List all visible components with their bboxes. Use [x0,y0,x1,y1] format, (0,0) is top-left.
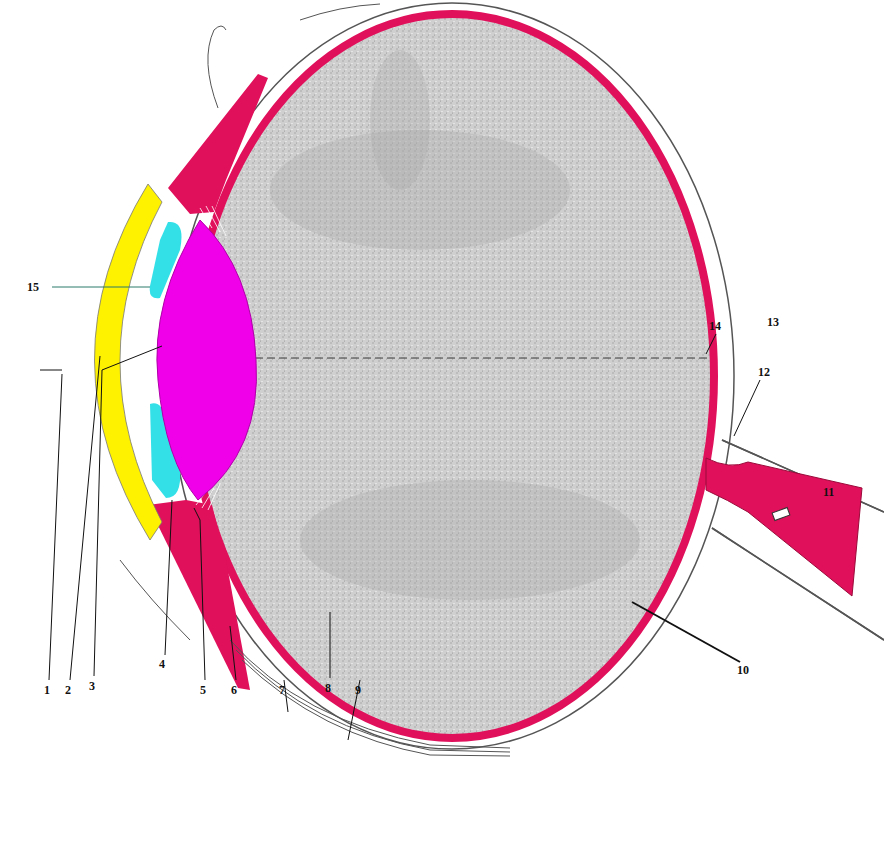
callout-number: 13 [766,316,780,328]
callout-number: 12 [757,366,771,378]
callout-number: 2 [64,684,72,696]
callout-number: 10 [736,664,750,676]
callout-number: 7 [278,684,286,696]
callout-number: 5 [199,684,207,696]
callout-number: 11 [822,486,835,498]
callout-number: 9 [354,684,362,696]
callout-number: 8 [324,682,332,694]
callout-number: 15 [26,281,40,293]
callout-number: 6 [230,684,238,696]
callout-number: 3 [88,680,96,692]
callout-number: 4 [158,658,166,670]
callout-number: 14 [708,320,722,332]
callout-number: 1 [43,684,51,696]
